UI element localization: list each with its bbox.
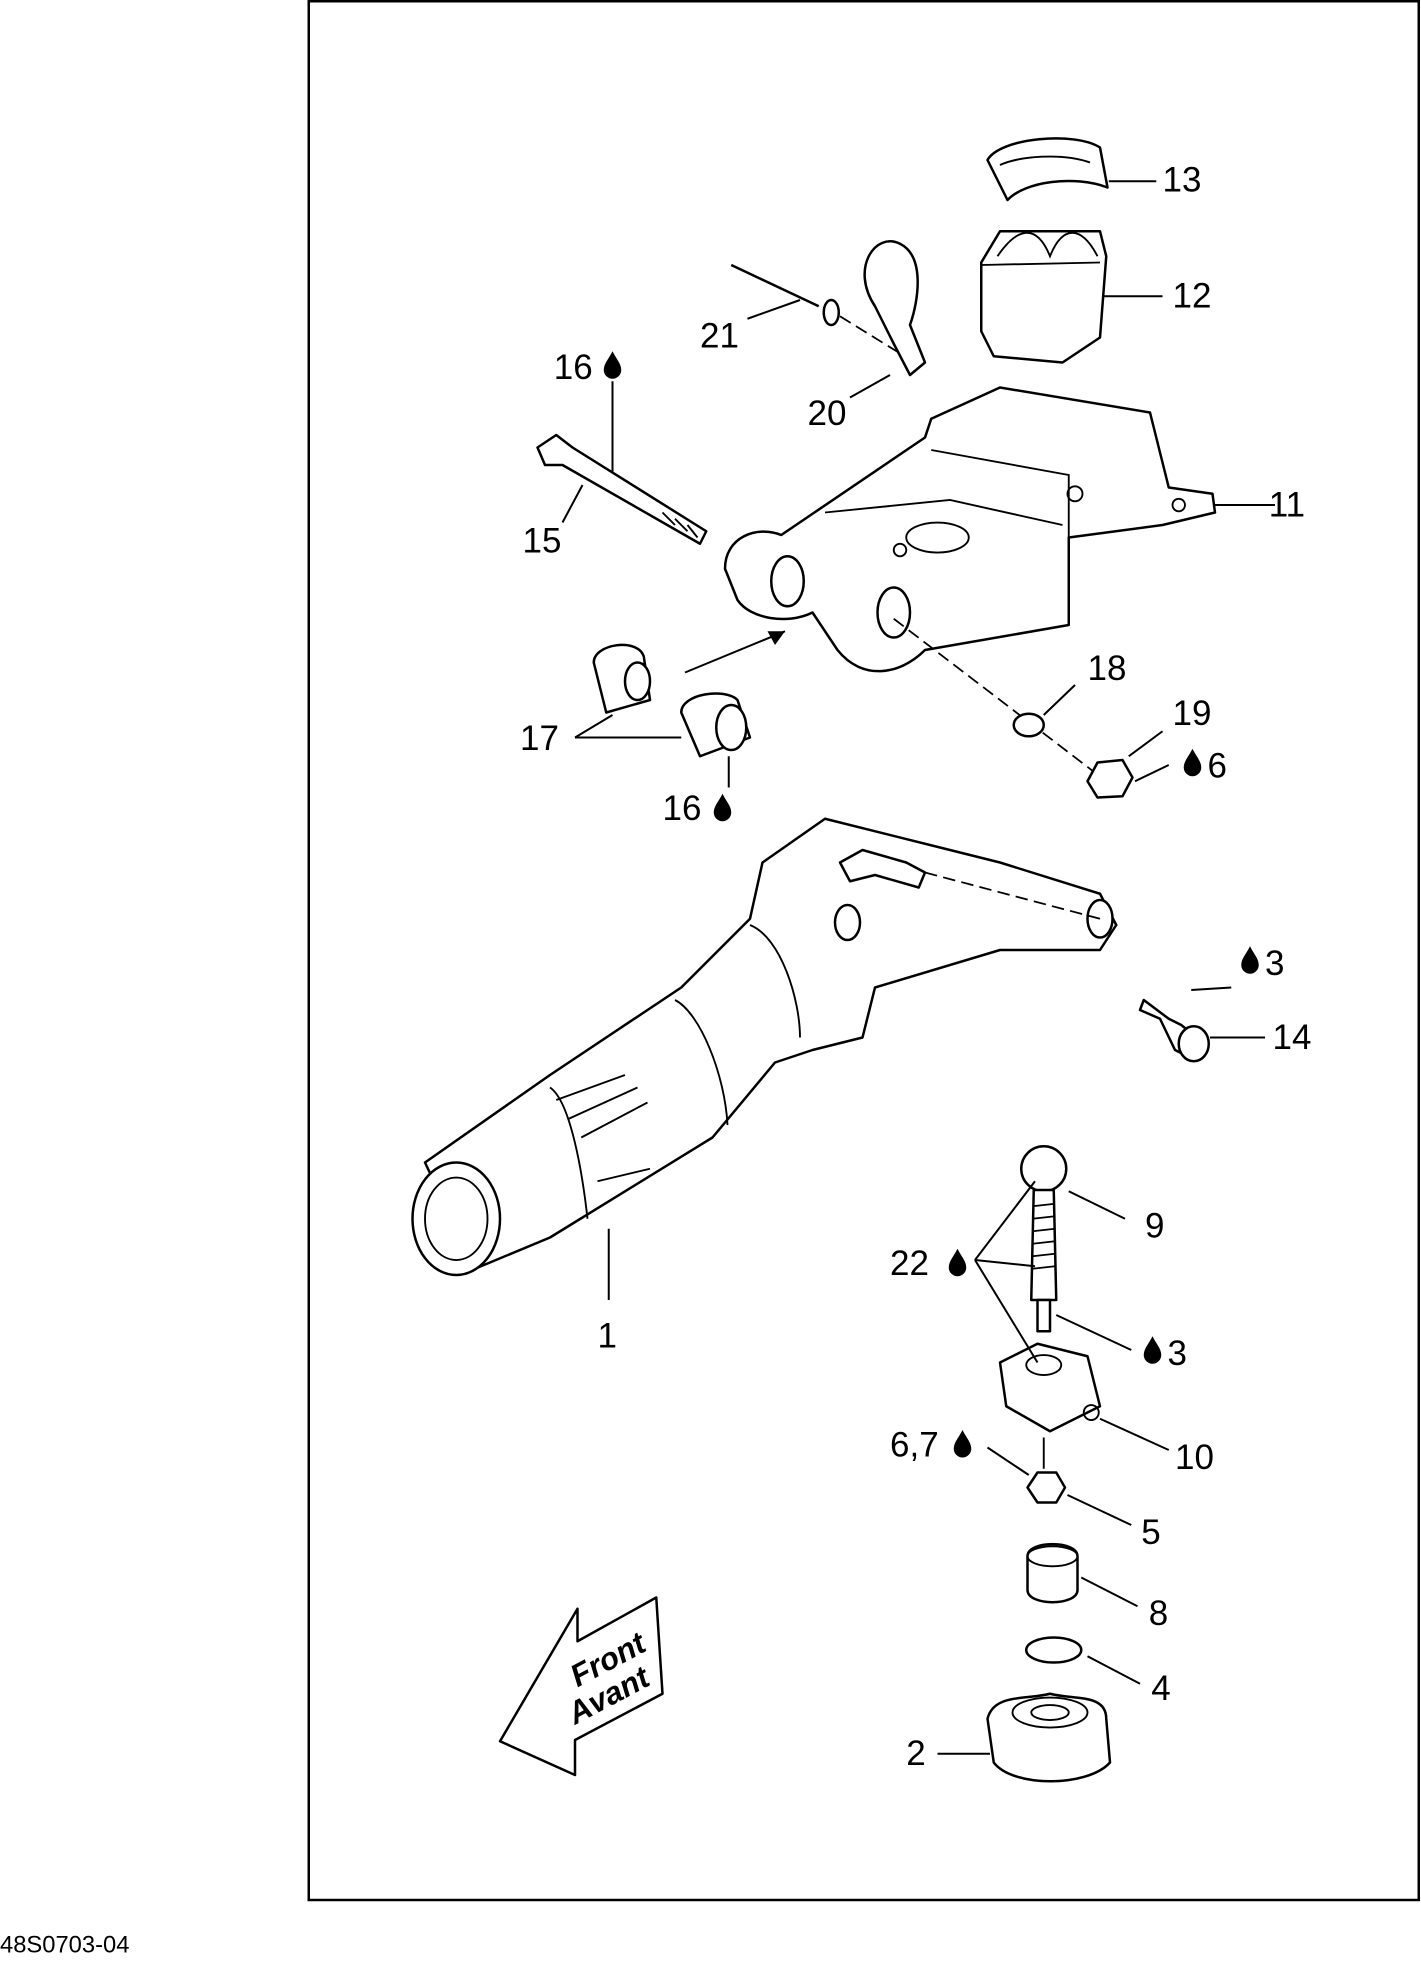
callout-3-top: 3: [1265, 944, 1284, 983]
liquid-drop-icon: [1143, 1336, 1162, 1364]
callout-14: 14: [1273, 1018, 1312, 1057]
part-13-half-bushing: [986, 137, 1109, 202]
liquid-drop-icon: [1183, 748, 1202, 777]
part-15-bolt: [536, 433, 708, 545]
callout-16-bottom: 16: [663, 789, 702, 828]
callout-6-7: 6,7: [890, 1425, 939, 1464]
callout-3-bottom: 3: [1168, 1334, 1187, 1373]
callout-21: 21: [700, 317, 739, 356]
callout-11: 11: [1269, 485, 1305, 524]
callout-20: 20: [808, 394, 847, 433]
part-18-washer: [1012, 712, 1045, 738]
callout-10: 10: [1175, 1438, 1214, 1477]
arrow-head-icon: [767, 631, 785, 645]
callout-19: 19: [1173, 694, 1212, 733]
part-19-nut: [1086, 758, 1134, 799]
callout-15: 15: [523, 522, 562, 561]
liquid-drop-icon: [1241, 946, 1259, 974]
part-9-ball-pin: [1020, 1145, 1068, 1333]
part-17-bushings: [592, 643, 752, 758]
part-12-bearing-block: [980, 230, 1108, 364]
callout-4: 4: [1151, 1669, 1170, 1708]
liquid-drop-icon: [603, 351, 622, 379]
liquid-drop-icon: [948, 1248, 967, 1277]
part-20-clamp: [863, 240, 927, 377]
front-direction-arrow: Front Avant: [498, 1596, 664, 1777]
callout-17: 17: [520, 719, 559, 758]
callout-9: 9: [1145, 1207, 1164, 1246]
liquid-drop-icon: [713, 793, 732, 822]
callout-22: 22: [890, 1244, 929, 1283]
callout-labels: 13 12 21 16 20 11 15 18 19 17 6 16 3 14 …: [520, 160, 1311, 1773]
leader-lines: [561, 180, 1275, 1755]
liquid-drop-icon: [953, 1430, 972, 1458]
callout-5: 5: [1141, 1513, 1160, 1552]
callout-2: 2: [906, 1734, 925, 1773]
diagram-frame: [307, 0, 1420, 1902]
part-4-washer: [1025, 1636, 1083, 1664]
callout-8: 8: [1149, 1594, 1168, 1633]
callout-1: 1: [598, 1317, 617, 1356]
part-10-joint-block: [998, 1342, 1102, 1433]
part-2-knob: [986, 1692, 1112, 1783]
part-14-screw: [1138, 998, 1210, 1063]
callout-12: 12: [1173, 277, 1212, 316]
part-11-bracket: [723, 386, 1217, 673]
figure-code: 48S0703-04: [0, 1932, 129, 1959]
part-8-sleeve: [1026, 1542, 1079, 1604]
callout-18: 18: [1088, 649, 1127, 688]
part-1-steering-column-housing: [411, 817, 1118, 1277]
callout-6: 6: [1208, 747, 1227, 786]
callout-13: 13: [1163, 160, 1202, 199]
callout-16-top: 16: [554, 348, 593, 387]
part-5-nut: [1026, 1471, 1067, 1504]
